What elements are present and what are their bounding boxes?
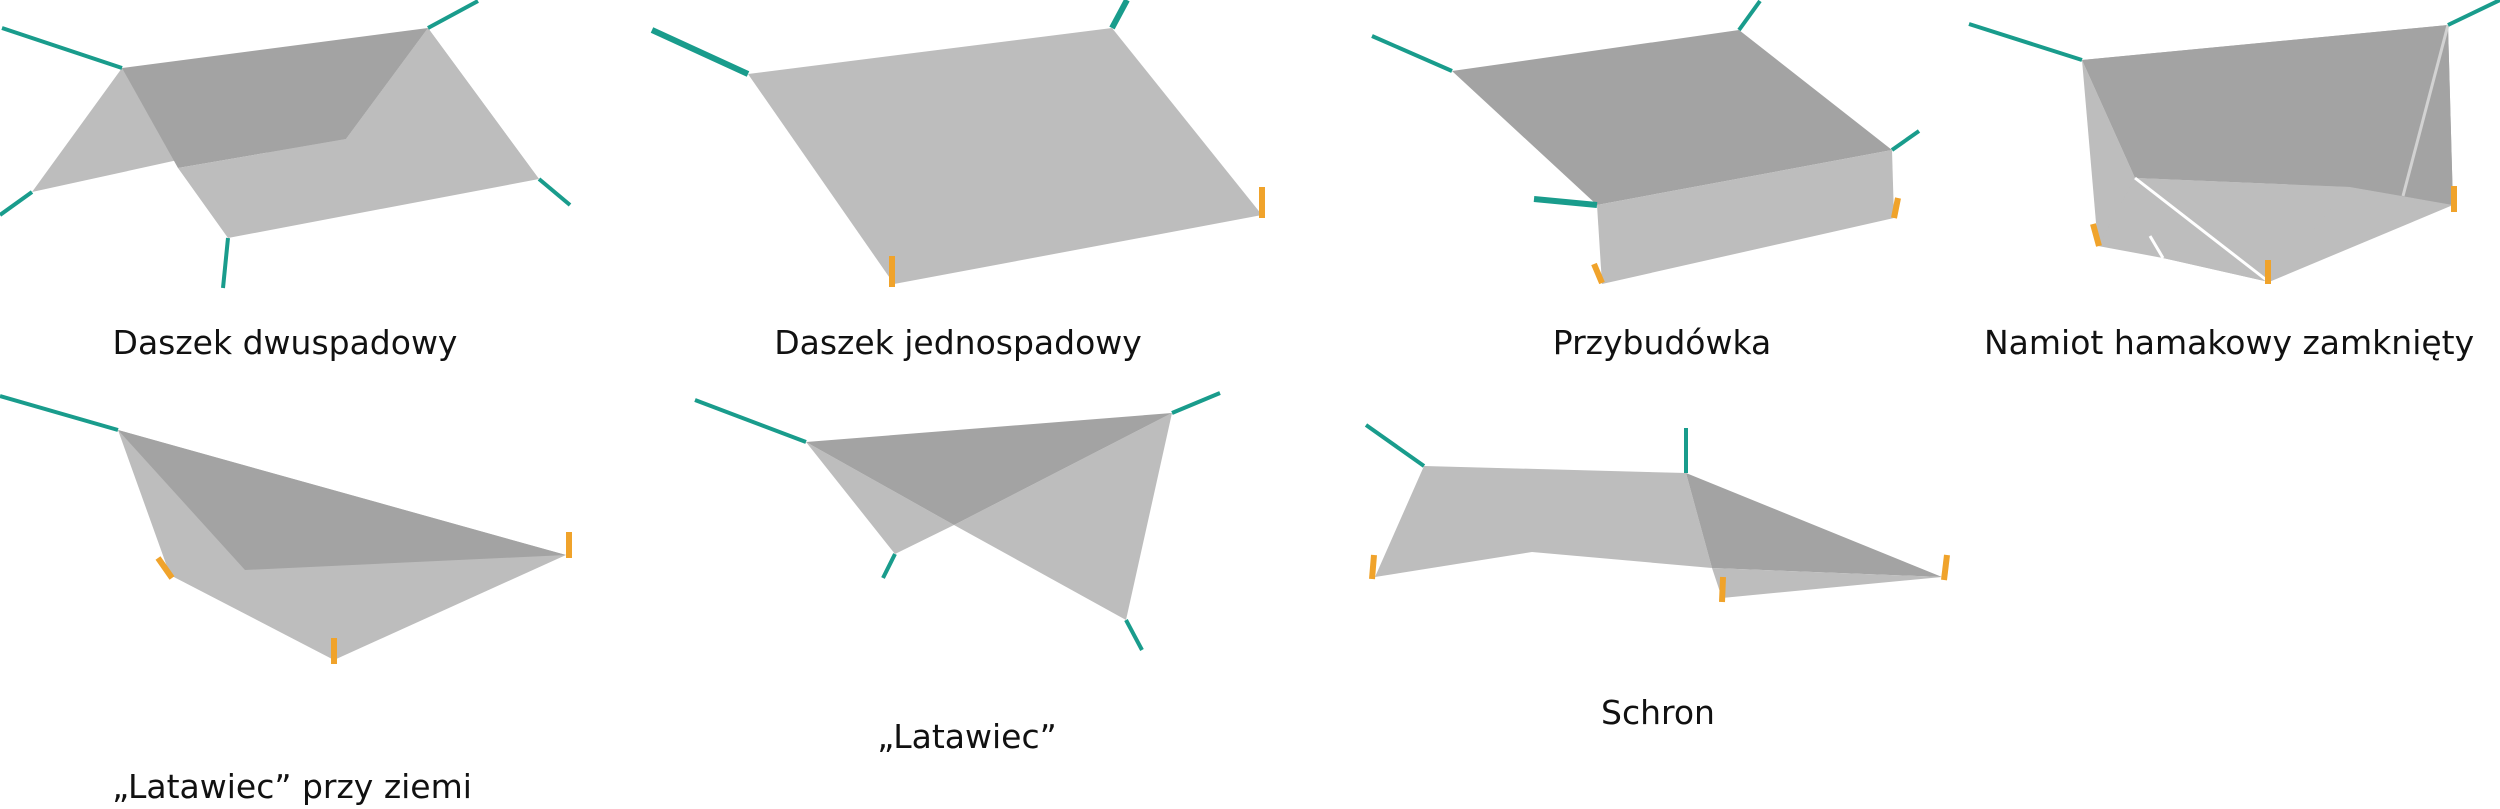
peg — [155, 556, 175, 580]
guyline — [1, 26, 123, 70]
tarp-front-panel — [1712, 568, 1942, 598]
tarp-sheet — [748, 28, 1262, 284]
fig-dwuspadowy — [0, 0, 572, 289]
tarp-upper — [118, 430, 566, 570]
fig-schron — [1364, 423, 1950, 603]
guyline — [1890, 129, 1921, 152]
tarp-top — [806, 413, 1172, 525]
caption-jednospadowy: Daszek jednospadowy — [774, 323, 1142, 362]
tarp-wall — [1597, 150, 1894, 284]
guyline — [1171, 391, 1221, 415]
guyline — [650, 27, 750, 77]
guyline — [2447, 0, 2500, 27]
guyline — [427, 0, 479, 30]
tarp-front-slope — [32, 68, 228, 192]
fig-latawiec-ziemia — [0, 394, 572, 664]
tarp-left-panel — [1375, 466, 1712, 577]
guyline — [1968, 22, 2083, 62]
fig-namiot — [1968, 0, 2500, 284]
caption-latawiec-przy-ziemi: „Latawiec” przy ziemi — [112, 767, 472, 806]
peg — [1891, 197, 1901, 219]
fig-latawiec — [694, 391, 1221, 651]
peg — [1941, 554, 1950, 581]
peg — [1369, 554, 1377, 580]
guyline — [1364, 423, 1426, 468]
caption-schron: Schron — [1601, 693, 1715, 732]
guyline — [1737, 0, 1762, 32]
tarp-roof — [1452, 30, 1892, 205]
guyline — [0, 394, 119, 432]
guyline — [694, 398, 807, 444]
guyline — [537, 177, 572, 207]
tarp-left — [806, 442, 954, 554]
guyline — [1533, 196, 1598, 208]
tarp-inner — [2082, 25, 2453, 205]
tarp-back-slope — [122, 28, 428, 168]
tarp-right-panel — [1686, 473, 1942, 577]
caption-latawiec: „Latawiec” — [877, 717, 1057, 756]
peg — [1719, 576, 1726, 603]
guyline — [881, 553, 897, 579]
caption-dwuspadowy: Daszek dwuspadowy — [112, 323, 458, 362]
caption-przybudowka: Przybudówka — [1552, 323, 1772, 362]
tarp-panel-light — [2098, 178, 2350, 282]
guyline — [1124, 619, 1144, 651]
fig-przybudowka — [1371, 0, 1921, 285]
caption-namiot-hamakowy: Namiot hamakowy zamknięty — [1984, 323, 2475, 362]
tarp-right — [954, 413, 1172, 620]
tarp-front-lower — [178, 28, 539, 238]
tarp-seam — [2148, 235, 2165, 259]
guyline — [0, 190, 34, 217]
guyline — [221, 237, 230, 289]
peg — [2090, 223, 2102, 247]
tarp-seam — [2134, 176, 2270, 284]
guyline — [1109, 0, 1130, 30]
guyline — [1371, 34, 1453, 73]
peg — [1591, 262, 1605, 285]
fig-jednospadowy — [650, 0, 1265, 287]
tarp-seam — [2401, 24, 2450, 197]
